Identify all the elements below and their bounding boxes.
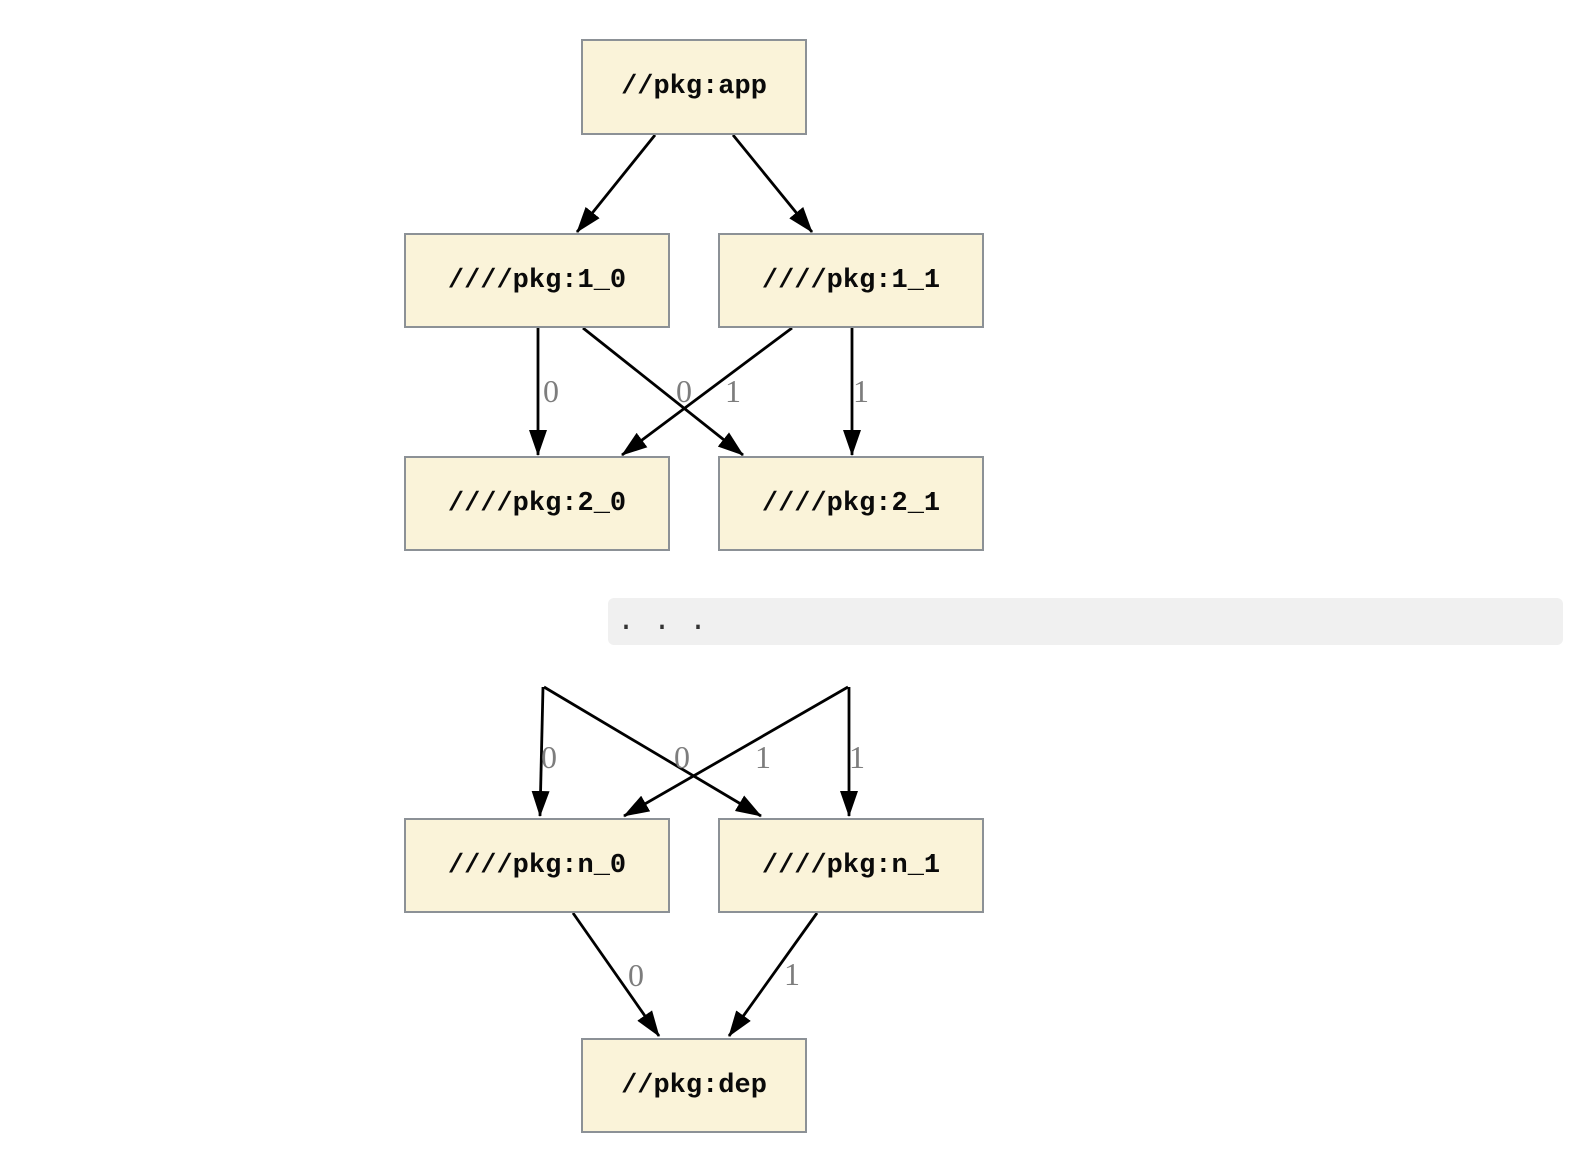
edge-1_0-to-2_1 bbox=[582, 326, 744, 457]
edge-label-ellipsis-n_1-x: 0 bbox=[674, 739, 690, 775]
node-pkg-2_1: ////pkg:2_1 bbox=[718, 456, 984, 551]
edge-ellipsis-to-n_0-cross bbox=[623, 685, 849, 818]
node-pkg-2_0-label: ////pkg:2_0 bbox=[447, 488, 627, 519]
node-pkg-n_1-label: ////pkg:n_1 bbox=[761, 850, 941, 881]
edge-label-ellipsis-n_1-v: 1 bbox=[849, 739, 865, 775]
node-pkg-n_1: ////pkg:n_1 bbox=[718, 818, 984, 913]
node-pkg-app-label: //pkg:app bbox=[621, 72, 767, 102]
node-pkg-1_1: ////pkg:1_1 bbox=[718, 233, 984, 328]
ellipsis-text: . . . bbox=[617, 604, 708, 639]
edge-app-to-1_1 bbox=[731, 134, 814, 233]
node-pkg-app: //pkg:app bbox=[581, 39, 807, 135]
ellipsis-code-block: . . . bbox=[608, 598, 1563, 645]
edge-label-ellipsis-n_0-x: 1 bbox=[755, 739, 771, 775]
edge-label-1_1-2_0: 1 bbox=[725, 373, 741, 409]
edge-label-n_0-dep: 0 bbox=[628, 957, 644, 993]
edge-ellipsis-to-n_1-cross bbox=[543, 685, 762, 818]
edge-label-ellipsis-n_0-v: 0 bbox=[541, 739, 557, 775]
node-pkg-2_0: ////pkg:2_0 bbox=[404, 456, 670, 551]
edge-n_0-to-dep bbox=[571, 912, 661, 1037]
node-pkg-2_1-label: ////pkg:2_1 bbox=[761, 488, 941, 519]
node-pkg-n_0: ////pkg:n_0 bbox=[404, 818, 670, 913]
edge-label-1_1-2_1: 1 bbox=[853, 373, 869, 409]
node-pkg-1_0-label: ////pkg:1_0 bbox=[447, 265, 627, 296]
node-pkg-1_1-label: ////pkg:1_1 bbox=[761, 265, 941, 296]
edge-label-1_0-2_0: 0 bbox=[543, 373, 559, 409]
node-pkg-n_0-label: ////pkg:n_0 bbox=[447, 850, 627, 881]
node-pkg-dep-label: //pkg:dep bbox=[621, 1070, 767, 1101]
edge-label-n_1-dep: 1 bbox=[784, 956, 800, 992]
edge-ellipsis-to-n_0-vertical bbox=[531, 686, 550, 817]
edge-label-1_0-2_1: 0 bbox=[676, 373, 692, 409]
edge-n_1-to-dep bbox=[727, 912, 819, 1037]
edge-1_1-to-2_0 bbox=[621, 326, 793, 457]
edge-app-to-1_0 bbox=[575, 134, 657, 233]
node-pkg-1_0: ////pkg:1_0 bbox=[404, 233, 670, 328]
node-pkg-dep: //pkg:dep bbox=[581, 1038, 807, 1133]
